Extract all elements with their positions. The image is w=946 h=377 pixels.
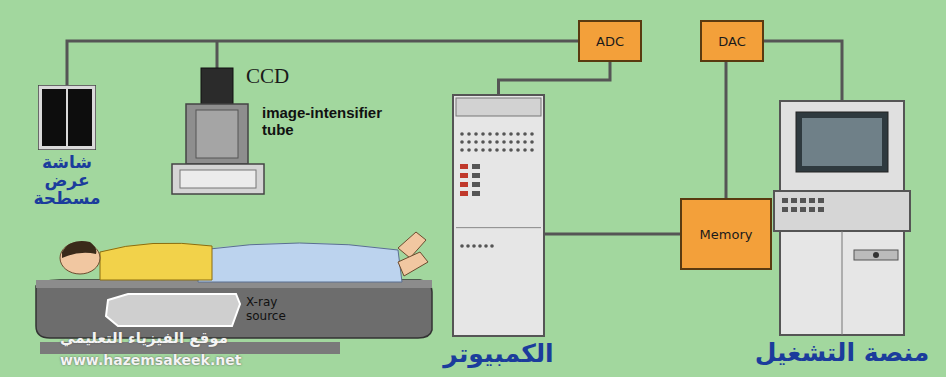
patient: [60, 232, 428, 282]
operator-console: منصة التشغيل: [772, 100, 912, 336]
flat-display: شاشة عرض مسطحة: [38, 85, 96, 150]
box-label: ADC: [592, 34, 628, 49]
wire: [216, 41, 219, 70]
caption-label: الكمبيوتر: [443, 341, 553, 367]
signal-wire: [764, 41, 842, 100]
part-label: CCD: [246, 64, 289, 88]
part-label: X-ray source: [246, 296, 316, 324]
watermark: www.hazemsakeek.net: [60, 352, 241, 368]
box-label: Memory: [696, 227, 757, 242]
box-label: DAC: [714, 34, 750, 49]
operator-console-outline: [772, 100, 912, 336]
signal-wire: [545, 233, 680, 236]
computer-cabinet-outline: [452, 94, 545, 337]
watermark: موقع الفيزياء التعليمي: [60, 330, 228, 347]
converter-box: DAC: [700, 20, 764, 62]
patient-table: [36, 280, 432, 354]
converter-box: ADC: [578, 20, 642, 62]
part-label: image-intensifier tube: [262, 104, 392, 139]
flat-display-outline: [38, 85, 96, 150]
caption-label: شاشة عرض مسطحة: [17, 154, 117, 208]
signal-wire: [67, 41, 578, 85]
caption-label: منصة التشغيل: [755, 340, 929, 366]
signal-wire: [725, 62, 728, 198]
memory-box: Memory: [680, 198, 772, 270]
signal-wire: [499, 62, 611, 94]
computer-cabinet: الكمبيوتر: [452, 94, 545, 337]
